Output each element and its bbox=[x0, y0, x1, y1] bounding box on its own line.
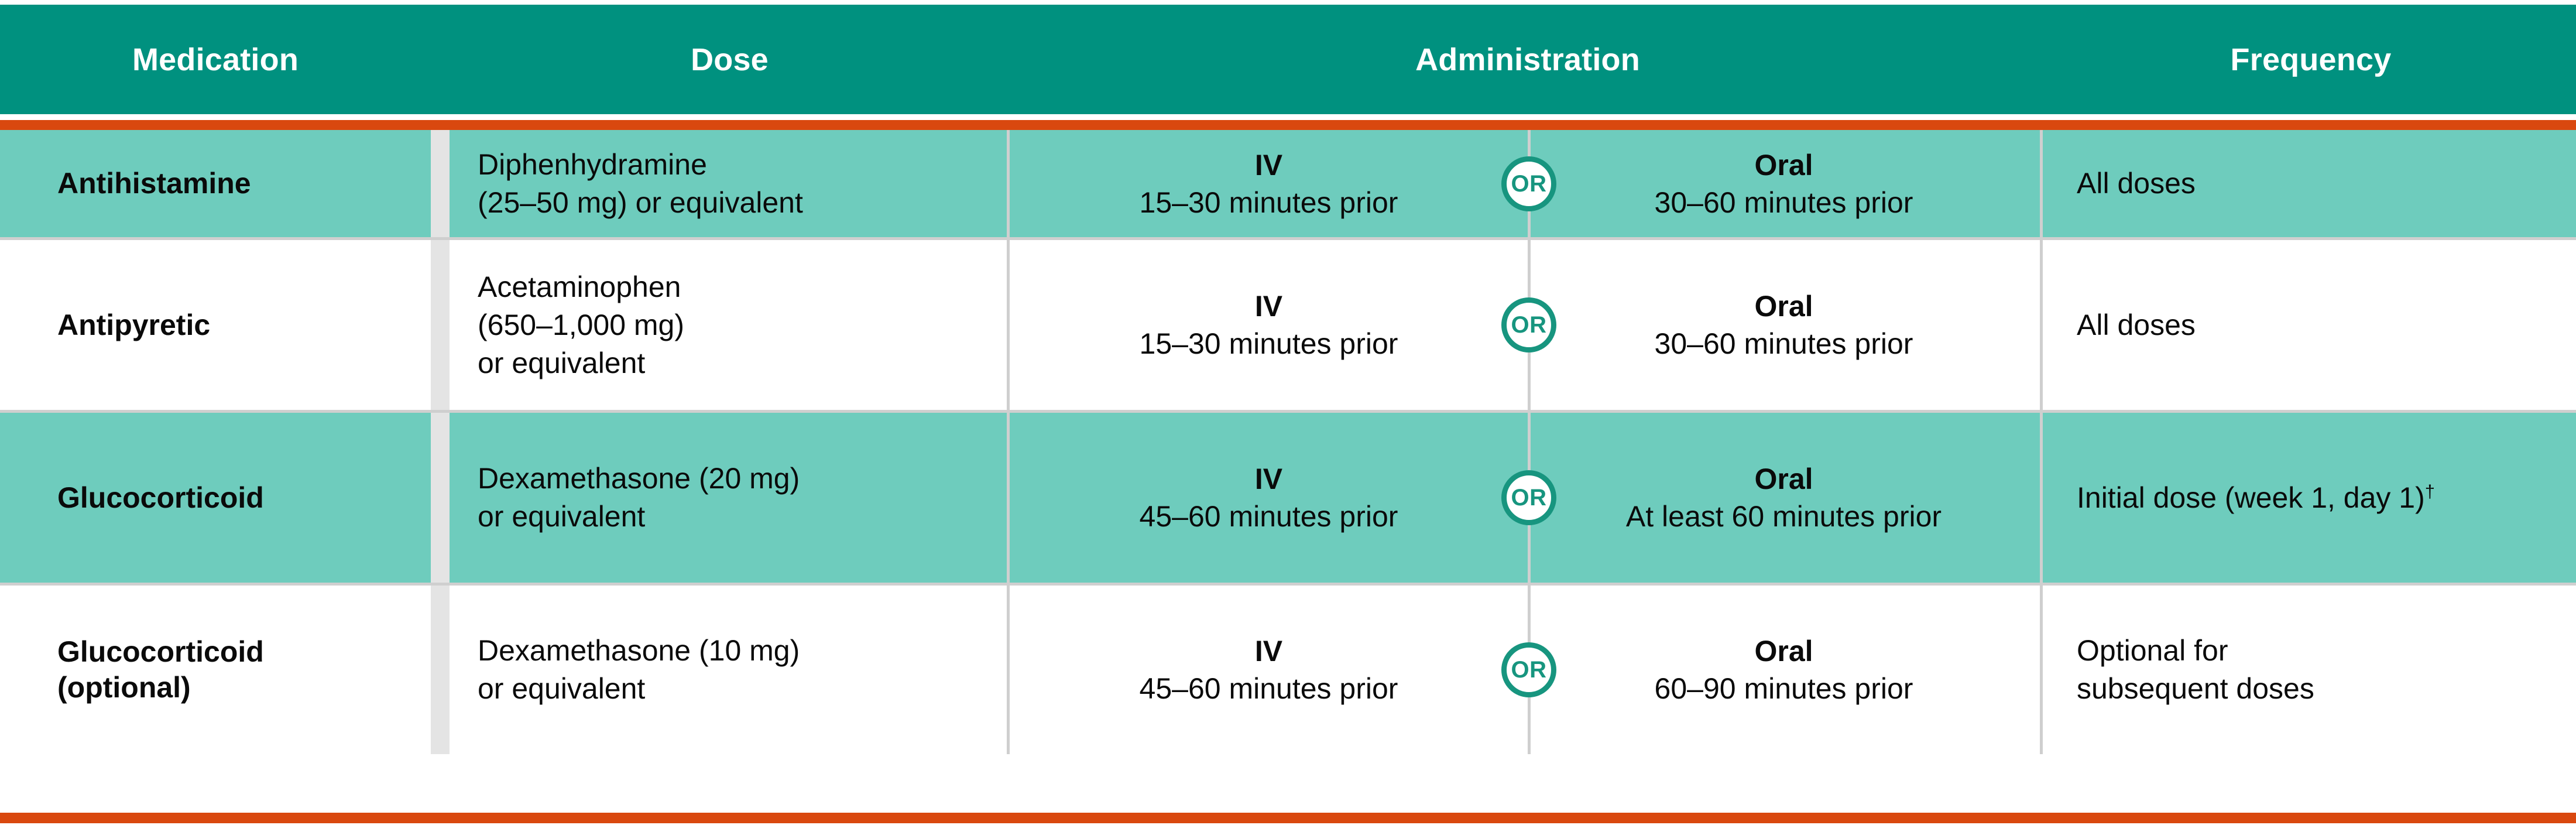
accent-rule-top bbox=[0, 120, 2576, 130]
administration-oral: Oral 60–90 minutes prior bbox=[1528, 632, 2040, 707]
column-gap-divider bbox=[431, 586, 450, 754]
administration-iv: IV 45–60 minutes prior bbox=[1010, 460, 1528, 535]
administration-route-label: Oral bbox=[1754, 290, 1813, 323]
medication-label: Glucocorticoid bbox=[57, 635, 264, 668]
cell-dose: Dexamethasone (10 mg) or equivalent bbox=[450, 586, 1010, 754]
dose-line: Diphenhydramine bbox=[478, 148, 707, 181]
frequency-line: Optional for bbox=[2077, 634, 2228, 667]
frequency-value: Initial dose (week 1, day 1) bbox=[2077, 481, 2425, 514]
table-header-row: Medication Dose Administration Frequency bbox=[0, 5, 2576, 114]
administration-timing: 15–30 minutes prior bbox=[1139, 186, 1398, 219]
administration-route-label: IV bbox=[1254, 635, 1283, 667]
administration-timing: At least 60 minutes prior bbox=[1625, 500, 1942, 533]
administration-timing: 30–60 minutes prior bbox=[1654, 327, 1913, 360]
dose-line: Acetaminophen bbox=[478, 270, 681, 303]
frequency-line: subsequent doses bbox=[2077, 672, 2314, 705]
cell-medication: Antipyretic bbox=[0, 240, 431, 410]
cell-medication: Glucocorticoid (optional) bbox=[0, 586, 431, 754]
cell-frequency: All doses bbox=[2043, 130, 2570, 237]
dose-line: or equivalent bbox=[478, 672, 646, 705]
dose-line: Dexamethasone (20 mg) bbox=[478, 462, 800, 495]
cell-medication: Antihistamine bbox=[0, 130, 431, 237]
column-header-medication: Medication bbox=[132, 42, 299, 77]
column-header-dose: Dose bbox=[691, 42, 769, 77]
cell-frequency: Optional for subsequent doses bbox=[2043, 586, 2570, 754]
table-row: Antipyretic Acetaminophen (650–1,000 mg)… bbox=[0, 240, 2576, 413]
dose-line: or equivalent bbox=[478, 346, 646, 379]
administration-timing: 45–60 minutes prior bbox=[1139, 500, 1398, 533]
table-row: Glucocorticoid (optional) Dexamethasone … bbox=[0, 586, 2576, 754]
administration-oral: Oral 30–60 minutes prior bbox=[1528, 287, 2040, 362]
or-badge-label: OR bbox=[1511, 170, 1547, 197]
dose-line: Dexamethasone (10 mg) bbox=[478, 634, 800, 667]
frequency-text: All doses bbox=[2077, 306, 2196, 344]
table-row: Glucocorticoid Dexamethasone (20 mg) or … bbox=[0, 413, 2576, 586]
column-header-administration: Administration bbox=[1415, 42, 1640, 77]
dose-line: (25–50 mg) or equivalent bbox=[478, 186, 803, 219]
cell-frequency: All doses bbox=[2043, 240, 2570, 410]
medication-label: Glucocorticoid bbox=[57, 481, 264, 514]
or-badge-label: OR bbox=[1511, 657, 1547, 683]
cell-administration: IV 15–30 minutes prior OR Oral 30–60 min… bbox=[1010, 130, 2043, 237]
administration-route-label: IV bbox=[1254, 148, 1283, 182]
administration-iv: IV 15–30 minutes prior bbox=[1010, 146, 1528, 221]
cell-frequency: Initial dose (week 1, day 1)† bbox=[2043, 413, 2570, 583]
or-badge-icon: OR bbox=[1501, 470, 1556, 525]
footnote-marker-dagger: † bbox=[2424, 480, 2436, 501]
administration-timing: 45–60 minutes prior bbox=[1139, 672, 1398, 705]
or-badge-icon: OR bbox=[1501, 297, 1556, 352]
cell-administration: IV 15–30 minutes prior OR Oral 30–60 min… bbox=[1010, 240, 2043, 410]
cell-administration: IV 45–60 minutes prior OR Oral At least … bbox=[1010, 413, 2043, 583]
administration-iv: IV 45–60 minutes prior bbox=[1010, 632, 1528, 707]
frequency-value: All doses bbox=[2077, 167, 2196, 200]
administration-oral: Oral 30–60 minutes prior bbox=[1528, 146, 2040, 221]
frequency-value: All doses bbox=[2077, 308, 2196, 341]
table-row: Antihistamine Diphenhydramine (25–50 mg)… bbox=[0, 130, 2576, 240]
administration-route-label: Oral bbox=[1754, 148, 1813, 182]
administration-route-label: IV bbox=[1254, 463, 1283, 495]
medication-label: (optional) bbox=[57, 671, 191, 704]
frequency-text: All doses bbox=[2077, 165, 2196, 203]
or-badge-icon: OR bbox=[1501, 156, 1556, 211]
column-gap-divider bbox=[431, 130, 450, 237]
cell-medication: Glucocorticoid bbox=[0, 413, 431, 583]
administration-route-label: Oral bbox=[1754, 635, 1813, 667]
frequency-text: Initial dose (week 1, day 1)† bbox=[2077, 479, 2435, 517]
cell-dose: Dexamethasone (20 mg) or equivalent bbox=[450, 413, 1010, 583]
medication-label: Antipyretic bbox=[57, 308, 211, 341]
administration-timing: 60–90 minutes prior bbox=[1654, 672, 1913, 705]
administration-timing: 30–60 minutes prior bbox=[1654, 186, 1913, 219]
column-gap-divider bbox=[431, 240, 450, 410]
administration-iv: IV 15–30 minutes prior bbox=[1010, 287, 1528, 362]
cell-dose: Diphenhydramine (25–50 mg) or equivalent bbox=[450, 130, 1010, 237]
table-body: Antihistamine Diphenhydramine (25–50 mg)… bbox=[0, 130, 2576, 813]
or-badge-label: OR bbox=[1511, 312, 1547, 338]
dose-line: (650–1,000 mg) bbox=[478, 308, 685, 341]
or-badge-icon: OR bbox=[1501, 642, 1556, 697]
or-badge-label: OR bbox=[1511, 485, 1547, 511]
column-gap-divider bbox=[431, 413, 450, 583]
medication-label: Antihistamine bbox=[57, 167, 251, 200]
column-header-frequency: Frequency bbox=[2230, 42, 2392, 77]
cell-administration: IV 45–60 minutes prior OR Oral 60–90 min… bbox=[1010, 586, 2043, 754]
administration-timing: 15–30 minutes prior bbox=[1139, 327, 1398, 360]
administration-oral: Oral At least 60 minutes prior bbox=[1528, 460, 2040, 535]
administration-route-label: Oral bbox=[1754, 463, 1813, 495]
accent-rule-bottom bbox=[0, 813, 2576, 823]
dose-line: or equivalent bbox=[478, 500, 646, 533]
administration-route-label: IV bbox=[1254, 290, 1283, 323]
cell-dose: Acetaminophen (650–1,000 mg) or equivale… bbox=[450, 240, 1010, 410]
